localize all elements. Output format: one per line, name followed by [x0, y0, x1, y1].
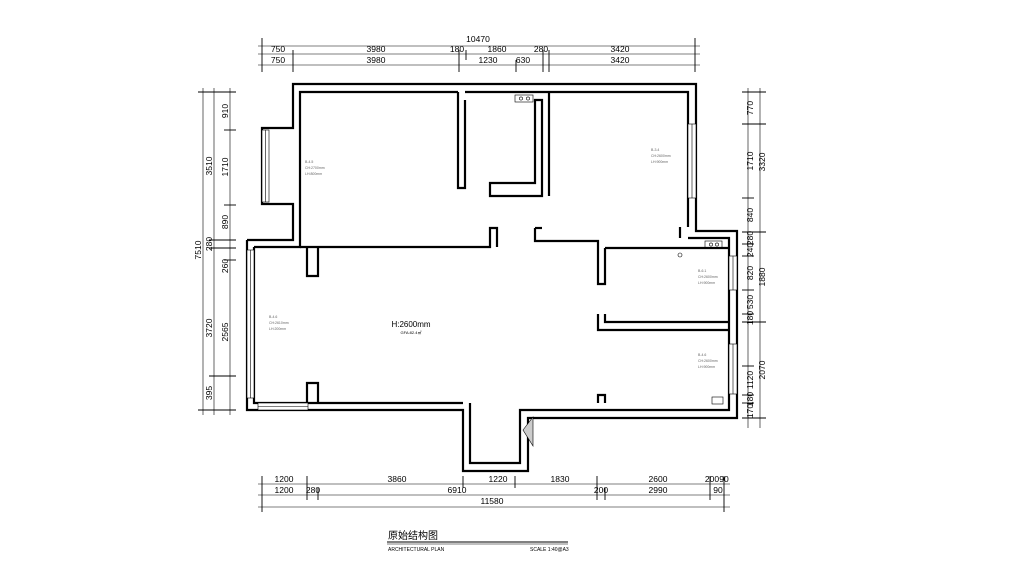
- dim-bottom-r1: 1220: [489, 474, 508, 484]
- dim-top-total: 10470: [466, 34, 490, 44]
- stair-triangle: [522, 416, 534, 448]
- plan-title-cn: 原始结构图: [388, 529, 438, 542]
- dim-right-outer: 1880: [757, 267, 767, 286]
- dim-right-inner: 280: [745, 231, 755, 245]
- dim-left-inner: 910: [220, 104, 230, 118]
- dim-right-inner: 240: [745, 243, 755, 257]
- dim-top-r1: 180: [450, 44, 464, 54]
- room-labels: B-4.5 CH:2700mm LH:800mm B-3.4 CH:2600mm…: [269, 148, 718, 369]
- dim-bottom-r1: 2600: [649, 474, 668, 484]
- ceiling-height-label: H:2600mm: [391, 320, 430, 329]
- room-label: LH:800mm: [305, 172, 322, 176]
- dim-bottom-r2: 1200: [275, 485, 294, 495]
- dim-right-inner: 770: [745, 101, 755, 115]
- dim-right-inner: 840: [745, 208, 755, 222]
- dim-right-inner: 170: [745, 404, 755, 418]
- dim-bottom-r2: 2990: [649, 485, 668, 495]
- room-label: CH:2600mm: [698, 275, 718, 279]
- dim-top-r2: 1230: [479, 55, 498, 65]
- room-label: B-4.6: [269, 315, 277, 319]
- dim-left-inner: 890: [220, 215, 230, 229]
- room-label: LH:900mm: [651, 160, 668, 164]
- walls: [245, 82, 739, 473]
- dim-left-mid: 395: [204, 386, 214, 400]
- room-label: CH:2600mm: [698, 359, 718, 363]
- dim-right-inner: 180: [745, 392, 755, 406]
- dim-left-mid: 3510: [204, 156, 214, 175]
- dim-right-inner: 1120: [745, 371, 755, 390]
- dim-top-r2: 630: [516, 55, 530, 65]
- room-label: CH:2610mm: [269, 321, 289, 325]
- dim-top-r1: 3420: [611, 44, 630, 54]
- dim-left-inner: 2565: [220, 322, 230, 341]
- dim-right-inner: 820: [745, 266, 755, 280]
- dim-bottom-r1: 3860: [388, 474, 407, 484]
- dim-right-inner: 530: [745, 295, 755, 309]
- room-label: B-4.6: [698, 353, 706, 357]
- dim-right-inner: 1710: [745, 151, 755, 170]
- dim-bottom-r2: 90: [713, 485, 723, 495]
- dim-left-mid: 280: [204, 237, 214, 251]
- dim-bottom-r2: 6910: [448, 485, 467, 495]
- dim-bottom-r2: 280: [306, 485, 320, 495]
- dimension-lines: [198, 38, 766, 512]
- dim-left-mid: 3720: [204, 318, 214, 337]
- room-label: LH:200mm: [269, 327, 286, 331]
- room-label: B-4.5: [305, 160, 313, 164]
- fixtures: [514, 94, 724, 448]
- dim-top-r1: 1860: [488, 44, 507, 54]
- dim-bottom-r2: 200: [594, 485, 608, 495]
- dim-bottom-total: 11580: [480, 496, 503, 506]
- dim-bottom-r1: 200: [705, 474, 719, 484]
- dim-top-r1: 750: [271, 44, 285, 54]
- dim-bottom-r1: 1830: [551, 474, 570, 484]
- dim-top-r2: 750: [271, 55, 285, 65]
- dim-top-r2: 3420: [611, 55, 630, 65]
- dim-right-inner: 180: [745, 311, 755, 325]
- dim-left-inner: 260: [220, 259, 230, 273]
- dim-left-inner: 1710: [220, 157, 230, 176]
- dim-bottom-r1: 1200: [275, 474, 294, 484]
- plan-scale: SCALE 1:40@A3: [530, 547, 569, 553]
- room-label: CH:2700mm: [305, 166, 325, 170]
- gfa-label: GFA:82.4㎡: [401, 329, 422, 335]
- dim-left-total: 7510: [193, 240, 203, 259]
- dim-right-outer: 3320: [757, 152, 767, 171]
- room-label: LH:900mm: [698, 365, 715, 369]
- dim-bottom-r1: 90: [719, 474, 729, 484]
- dim-top-r1: 3980: [367, 44, 386, 54]
- room-label: B-3.4: [651, 148, 659, 152]
- room-label: LH:900mm: [698, 281, 715, 285]
- dim-right-outer: 2070: [757, 360, 767, 379]
- windows: [246, 123, 738, 411]
- plan-title-en: ARCHITECTURAL PLAN: [388, 547, 445, 553]
- dim-top-r1: 280: [534, 44, 548, 54]
- room-label: B-6.1: [698, 269, 706, 273]
- room-label: CH:2600mm: [651, 154, 671, 158]
- dim-top-r2: 3980: [367, 55, 386, 65]
